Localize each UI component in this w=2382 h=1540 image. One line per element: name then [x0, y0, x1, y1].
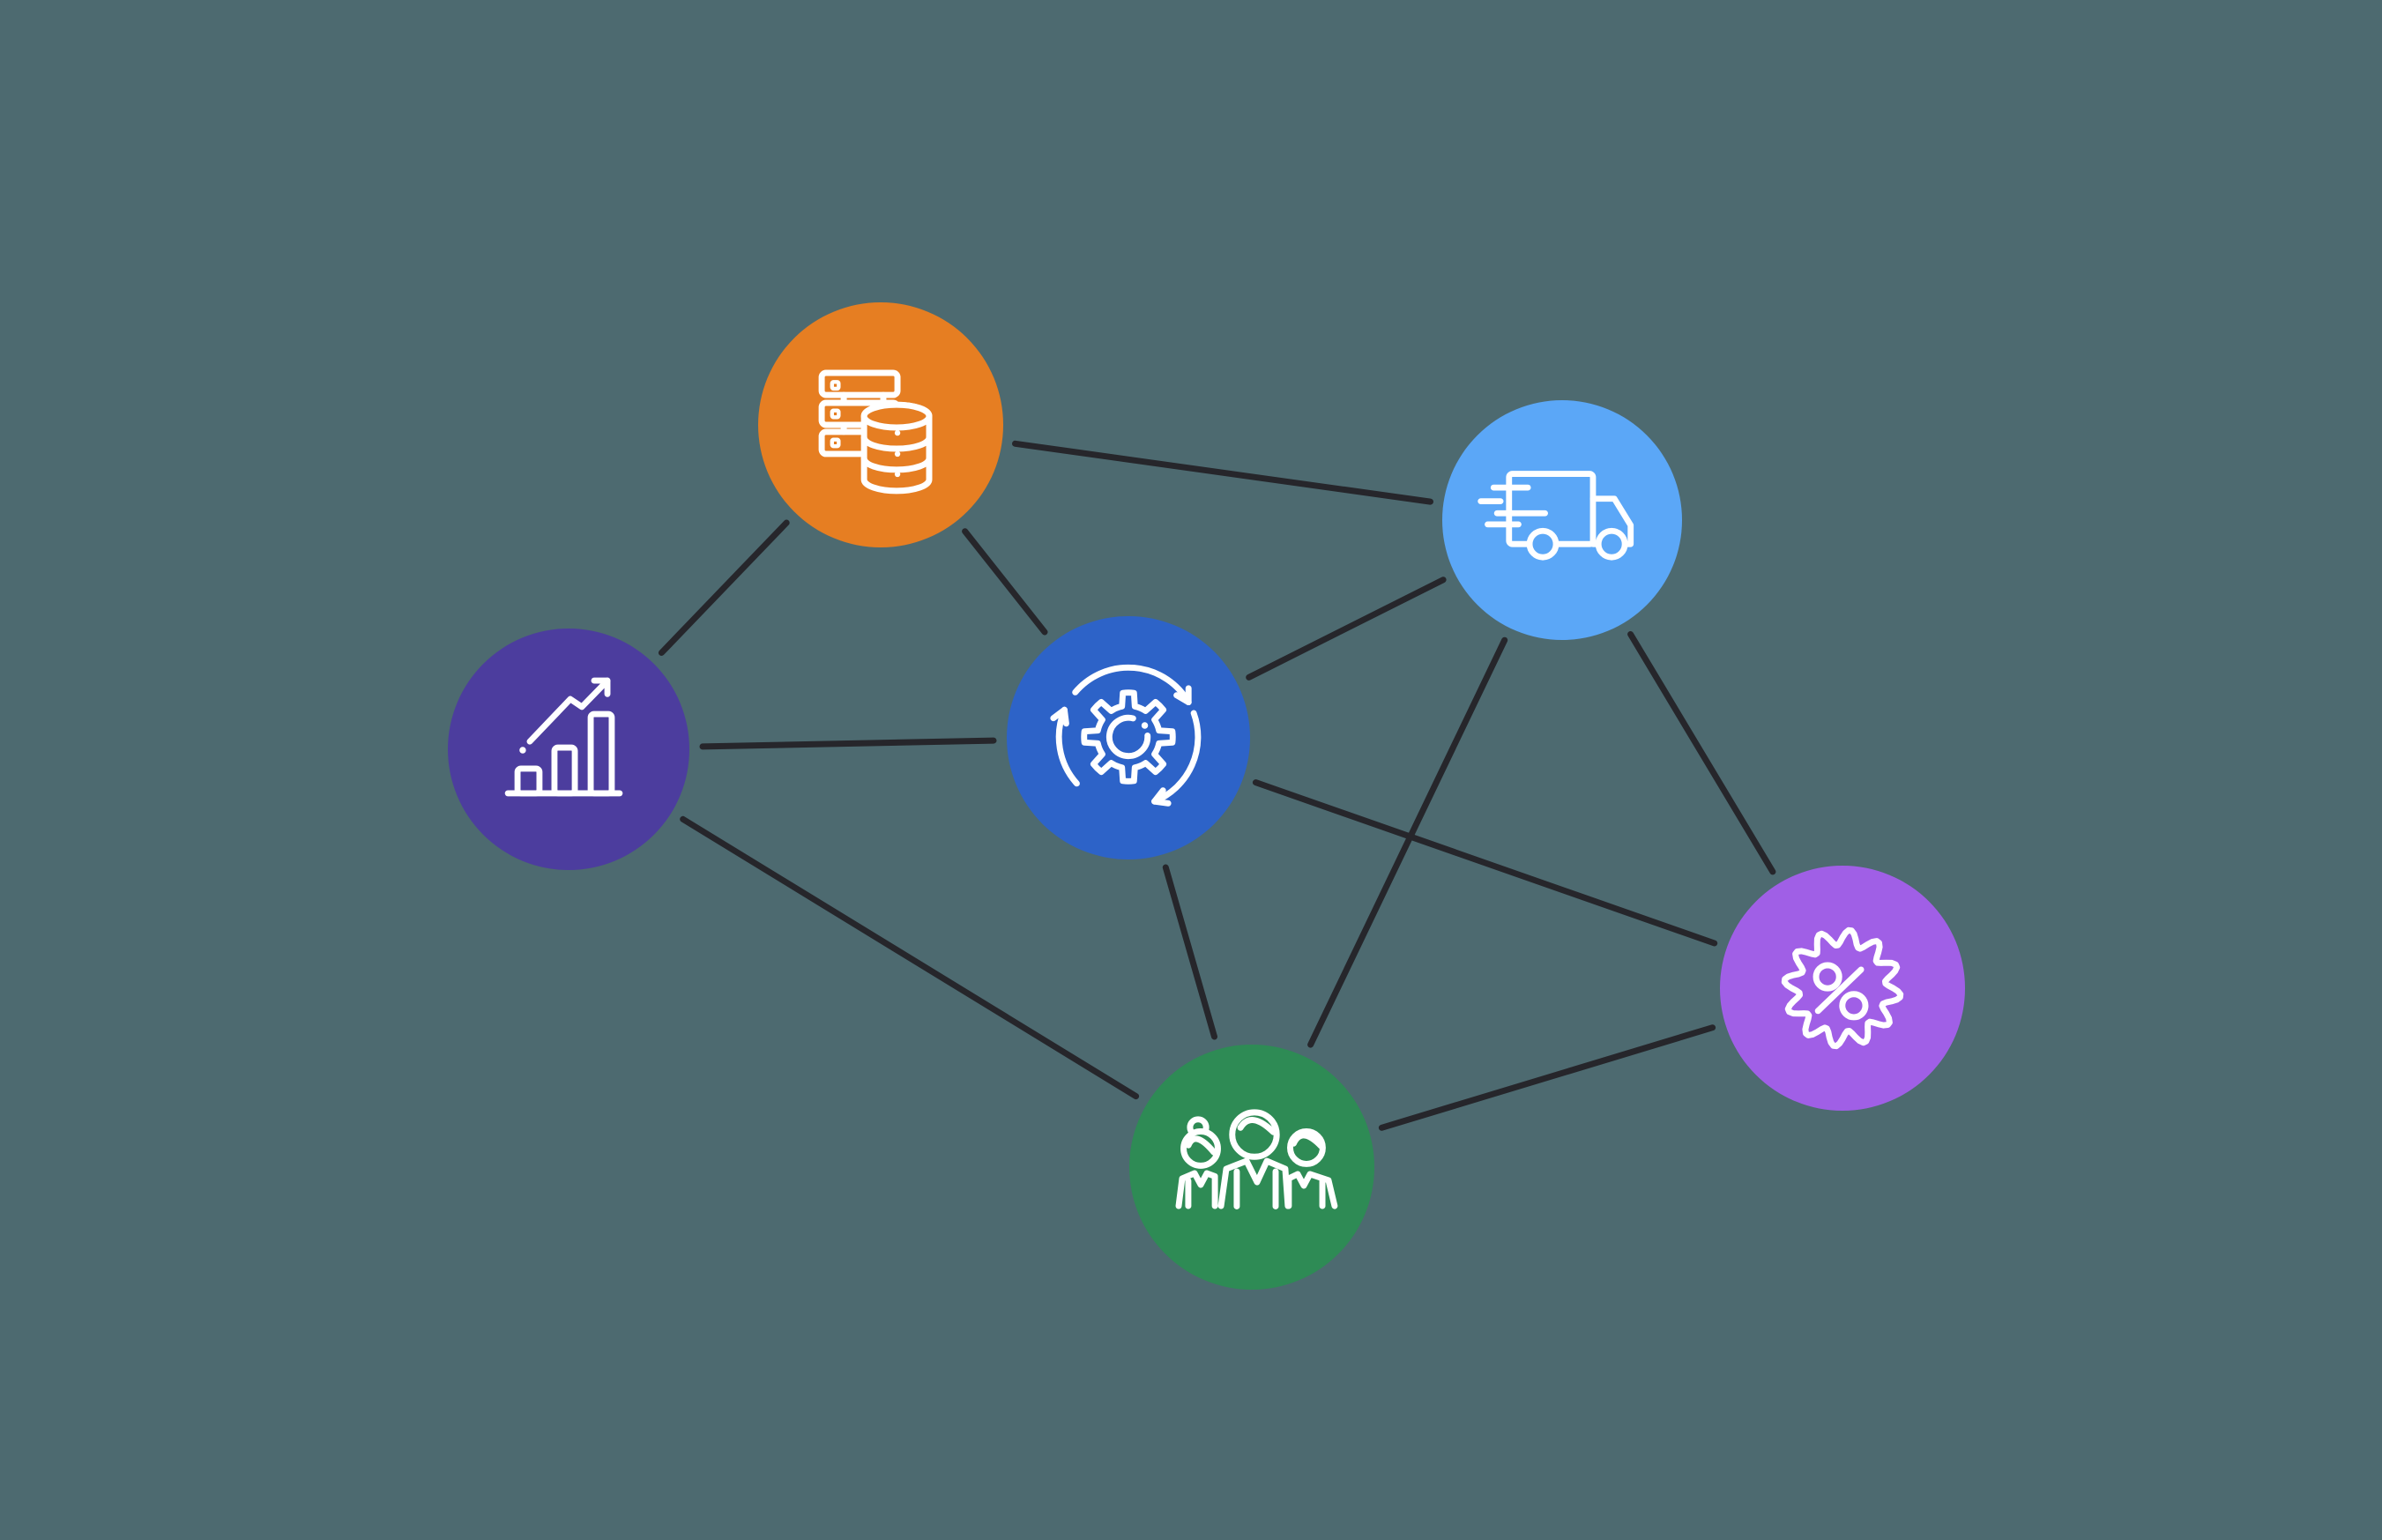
- node-team: [1129, 1045, 1374, 1290]
- edge-database-delivery: [1012, 440, 1433, 505]
- edge-analytics-team: [680, 815, 1140, 1100]
- edge-process-delivery: [1246, 577, 1447, 681]
- node-circle-process: [1007, 616, 1250, 859]
- server-database-icon: [818, 369, 933, 495]
- edge-delivery-team: [1307, 636, 1508, 1048]
- edge-process-discount: [1252, 779, 1718, 947]
- edge-process-team: [1162, 864, 1217, 1040]
- edge-database-analytics: [658, 519, 790, 656]
- node-analytics: [448, 629, 689, 870]
- delivery-truck-icon: [1478, 471, 1634, 561]
- node-database: [758, 302, 1003, 547]
- process-gear-icon: [1050, 664, 1202, 807]
- discount-badge-icon: [1781, 926, 1904, 1050]
- node-discount: [1720, 866, 1965, 1111]
- team-people-icon: [1175, 1109, 1338, 1209]
- edge-database-process: [962, 528, 1048, 636]
- node-delivery: [1442, 400, 1682, 640]
- growth-chart-icon: [504, 677, 623, 797]
- edge-analytics-process: [699, 737, 997, 750]
- node-process: [1007, 616, 1250, 859]
- node-circle-delivery: [1442, 400, 1682, 640]
- edge-discount-team: [1378, 1024, 1716, 1131]
- edge-delivery-discount: [1627, 631, 1776, 875]
